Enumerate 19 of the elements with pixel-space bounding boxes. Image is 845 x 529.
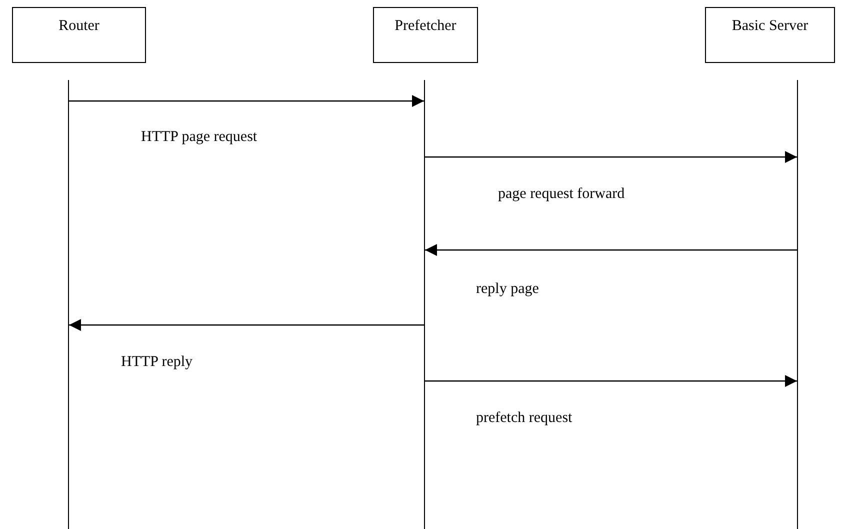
message-arrow [425,375,797,387]
edge-label: page request forward [497,186,626,203]
lifeline [424,80,425,529]
participant-label: Basic Server [730,18,810,35]
participant-label: Router [58,18,100,35]
message-arrow [425,151,797,163]
message-arrow [69,95,424,107]
participant-box [373,7,478,63]
edge-label: HTTP reply [120,354,194,371]
edge-label: HTTP page request [140,129,258,146]
participant-box [12,7,146,63]
message-arrow [425,244,797,256]
lifeline [797,80,798,529]
participant-box [705,7,835,63]
lifeline [68,80,69,529]
participant-label: Prefetcher [394,18,458,35]
message-arrow [69,319,424,331]
edge-label: reply page [475,281,540,298]
edge-label: prefetch request [475,410,574,427]
